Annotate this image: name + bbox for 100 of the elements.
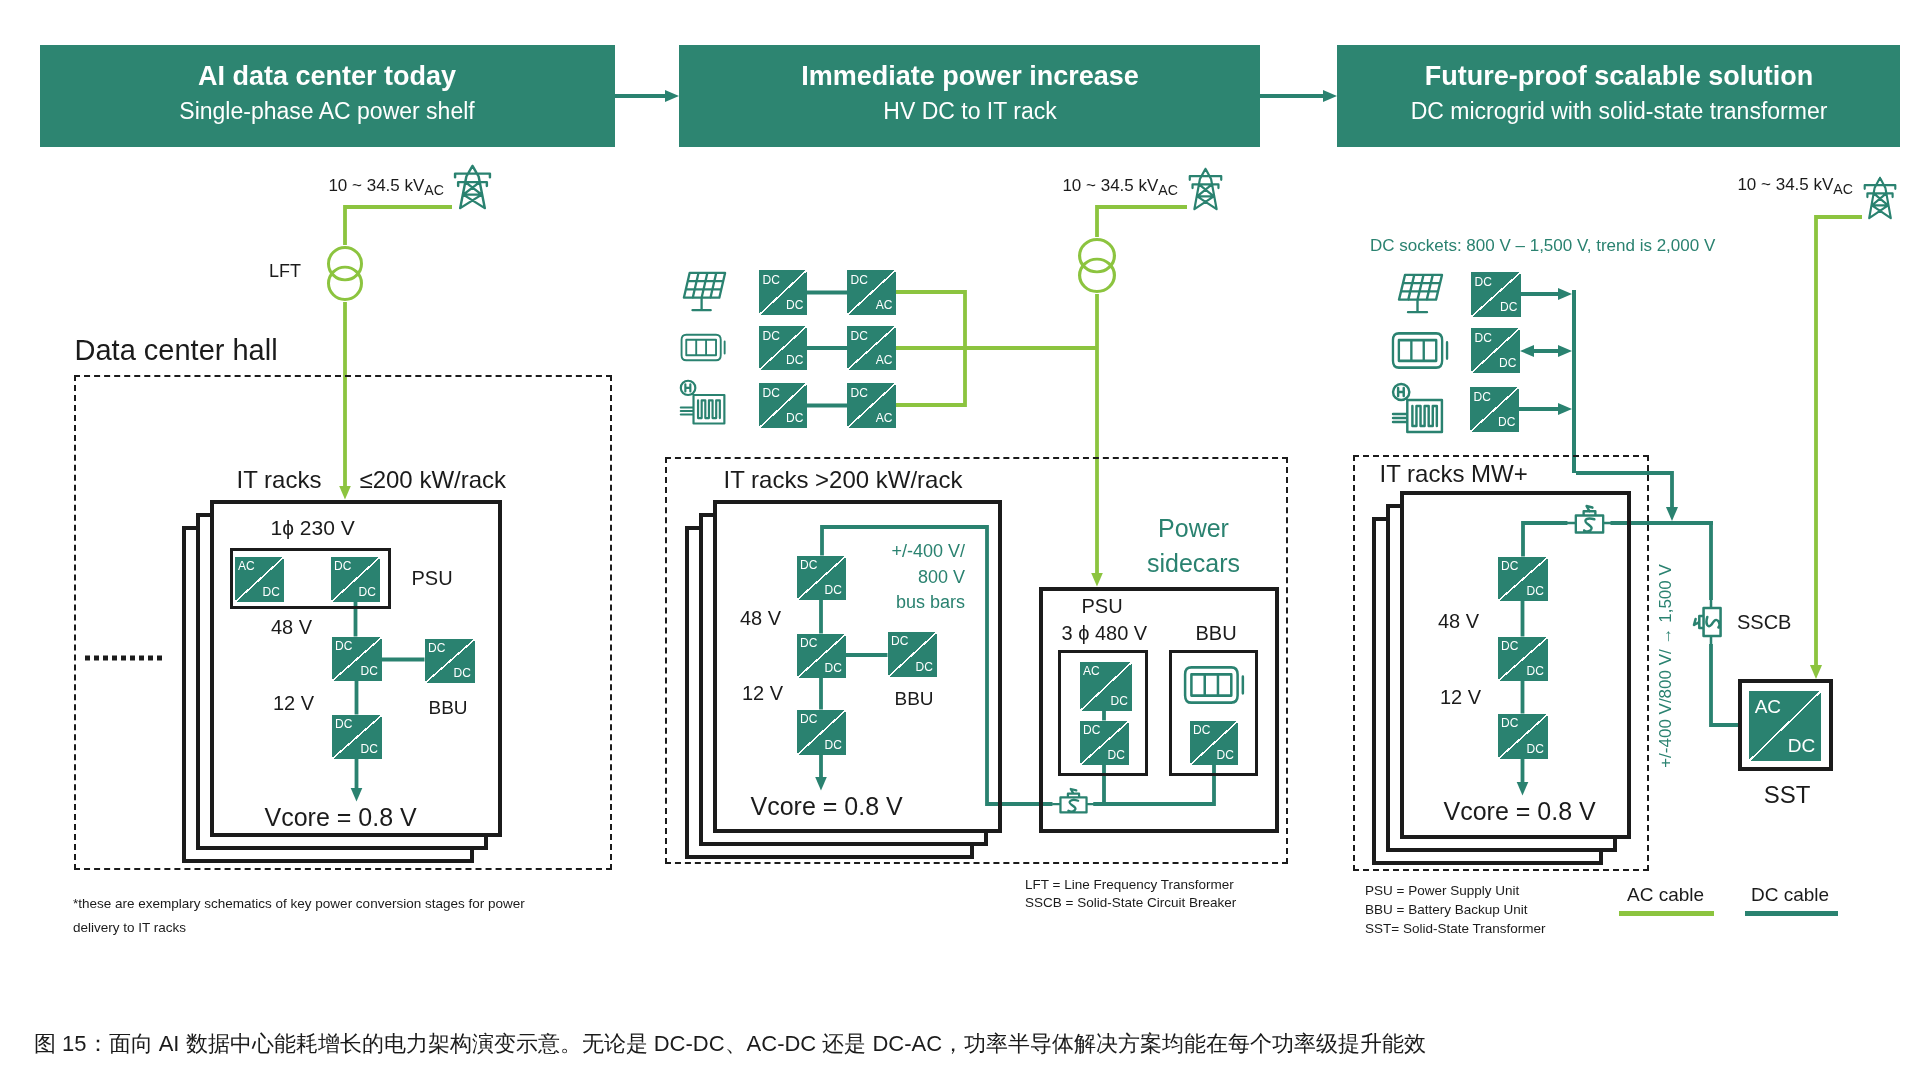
converter-label: DC xyxy=(1501,560,1519,573)
converter-label: DC xyxy=(1498,416,1516,429)
arrow xyxy=(1576,471,1678,521)
voltage-label: Vcore = 0.8 V xyxy=(1443,795,1596,826)
converter-label: DC xyxy=(1474,275,1492,288)
voltage-label: Vcore = 0.8 V xyxy=(264,801,417,832)
edge-label: 12 V xyxy=(273,691,315,715)
converter-label: DC xyxy=(786,299,804,312)
connector-line xyxy=(820,525,1053,806)
edge-label: 12 V xyxy=(1440,685,1482,709)
converter-label: DC xyxy=(335,718,353,731)
converter-label: DC xyxy=(428,642,446,655)
power-pylon-icon xyxy=(1187,167,1224,211)
converter-label: DC xyxy=(1193,724,1211,737)
abbreviation-text: LFT = Line Frequency Transformer xyxy=(1025,877,1234,894)
rack-heading: IT racks MW+ xyxy=(1379,459,1528,489)
rack-heading: IT racks xyxy=(236,465,322,495)
connector-line xyxy=(845,653,888,657)
battery-icon xyxy=(1391,331,1450,370)
banner-subtitle: Single-phase AC power shelf xyxy=(179,98,475,126)
header-banner xyxy=(1337,45,1900,147)
unit-label: PSU xyxy=(411,565,453,590)
socket-label: DC sockets: 800 V – 1,500 V, trend is 2,000 V xyxy=(1370,236,1716,257)
converter-label: DC xyxy=(762,329,780,342)
connector-line xyxy=(1102,710,1106,721)
converter-label: DC xyxy=(915,660,933,673)
banner-title: Immediate power increase xyxy=(801,60,1139,93)
converter-label: DC xyxy=(824,661,842,674)
converter-box xyxy=(1497,636,1548,681)
battery-icon xyxy=(1182,664,1246,705)
component-label: LFT xyxy=(269,261,301,283)
converter-label: DC xyxy=(800,713,818,726)
connector-line xyxy=(807,290,847,295)
connector-line xyxy=(354,680,359,715)
converter-box xyxy=(1749,691,1821,761)
unit-label: SST xyxy=(1763,781,1811,810)
converter-label: DC xyxy=(800,559,818,572)
battery-icon xyxy=(680,333,727,362)
converter-box xyxy=(759,383,807,428)
converter-box xyxy=(1471,328,1520,373)
component-label: BBU xyxy=(894,687,934,711)
arrow xyxy=(615,90,679,102)
bus-label: +/-400 V/ 800 V bus bars xyxy=(890,540,965,614)
converter-label: AC xyxy=(238,560,255,573)
caption: 图 15：面向 AI 数据中心能耗增长的电力架构演变示意。无论是 DC-DC、AC-DC 还是 DC-AC，功率半导体解决方案均能在每个功率级提升能效 xyxy=(34,1031,1427,1058)
connector-line xyxy=(807,403,847,408)
converter-label: DC xyxy=(360,742,378,755)
converter-label: DC xyxy=(335,640,353,653)
converter-box xyxy=(1189,720,1238,765)
converter-box xyxy=(847,270,896,315)
arrow xyxy=(1521,288,1572,300)
converter-label: AC xyxy=(875,412,893,425)
converter-box xyxy=(234,556,284,602)
header-banner xyxy=(679,45,1260,147)
voltage-label: 10 ~ 34.5 kV$_{AC}$ xyxy=(328,176,444,200)
banner-title: Future-proof scalable solution xyxy=(1424,60,1814,93)
converter-label: DC xyxy=(1107,748,1125,761)
edge-label: 48 V xyxy=(1438,609,1480,633)
component-label: SSCB xyxy=(1737,610,1792,634)
converter-label: AC xyxy=(875,354,893,367)
solar-panel-icon xyxy=(681,271,727,313)
dashed-area xyxy=(1353,455,1649,871)
legend-label: AC cable xyxy=(1627,884,1705,907)
converter-label: DC xyxy=(1499,357,1517,370)
solar-panel-icon xyxy=(1396,273,1444,315)
fuel-cell-icon xyxy=(679,379,728,427)
connector-line xyxy=(807,346,847,350)
arrow xyxy=(1810,215,1862,679)
connector-line xyxy=(896,348,967,407)
converter-box xyxy=(424,638,475,683)
converter-box xyxy=(330,556,380,602)
converter-label: DC xyxy=(1474,331,1492,344)
connector-line xyxy=(1709,525,1713,600)
converter-label: DC xyxy=(850,273,868,286)
banner-title: AI data center today xyxy=(197,60,457,93)
converter-label: DC xyxy=(1110,694,1128,707)
bus-bar xyxy=(1652,521,1713,525)
voltage-label: Vcore = 0.8 V xyxy=(750,790,903,821)
connector-line xyxy=(1520,680,1525,714)
voltage-label: 10 ~ 34.5 kV$_{AC}$ xyxy=(1737,175,1853,199)
converter-box xyxy=(796,555,846,600)
arrow xyxy=(815,754,827,791)
converter-box xyxy=(1471,272,1521,317)
arrow xyxy=(350,758,363,802)
abbreviation-text: PSU = Power Supply Unit xyxy=(1365,883,1520,900)
arrow xyxy=(1520,345,1572,357)
bus-bar xyxy=(1572,290,1576,473)
converter-label: DC xyxy=(1526,664,1544,677)
converter-label: AC xyxy=(1754,696,1782,716)
converter-label: DC xyxy=(1473,390,1491,403)
rack-heading: IT racks >200 kW/rack xyxy=(723,465,963,495)
converter-box xyxy=(887,631,937,677)
converter-label: DC xyxy=(762,386,780,399)
connector-line xyxy=(381,657,425,662)
converter-label: DC xyxy=(824,738,842,751)
connector-line xyxy=(1095,294,1099,348)
transformer-symbol xyxy=(1078,237,1116,294)
transformer-symbol xyxy=(327,245,363,302)
converter-box xyxy=(1497,556,1548,601)
connector-line xyxy=(1610,521,1652,525)
